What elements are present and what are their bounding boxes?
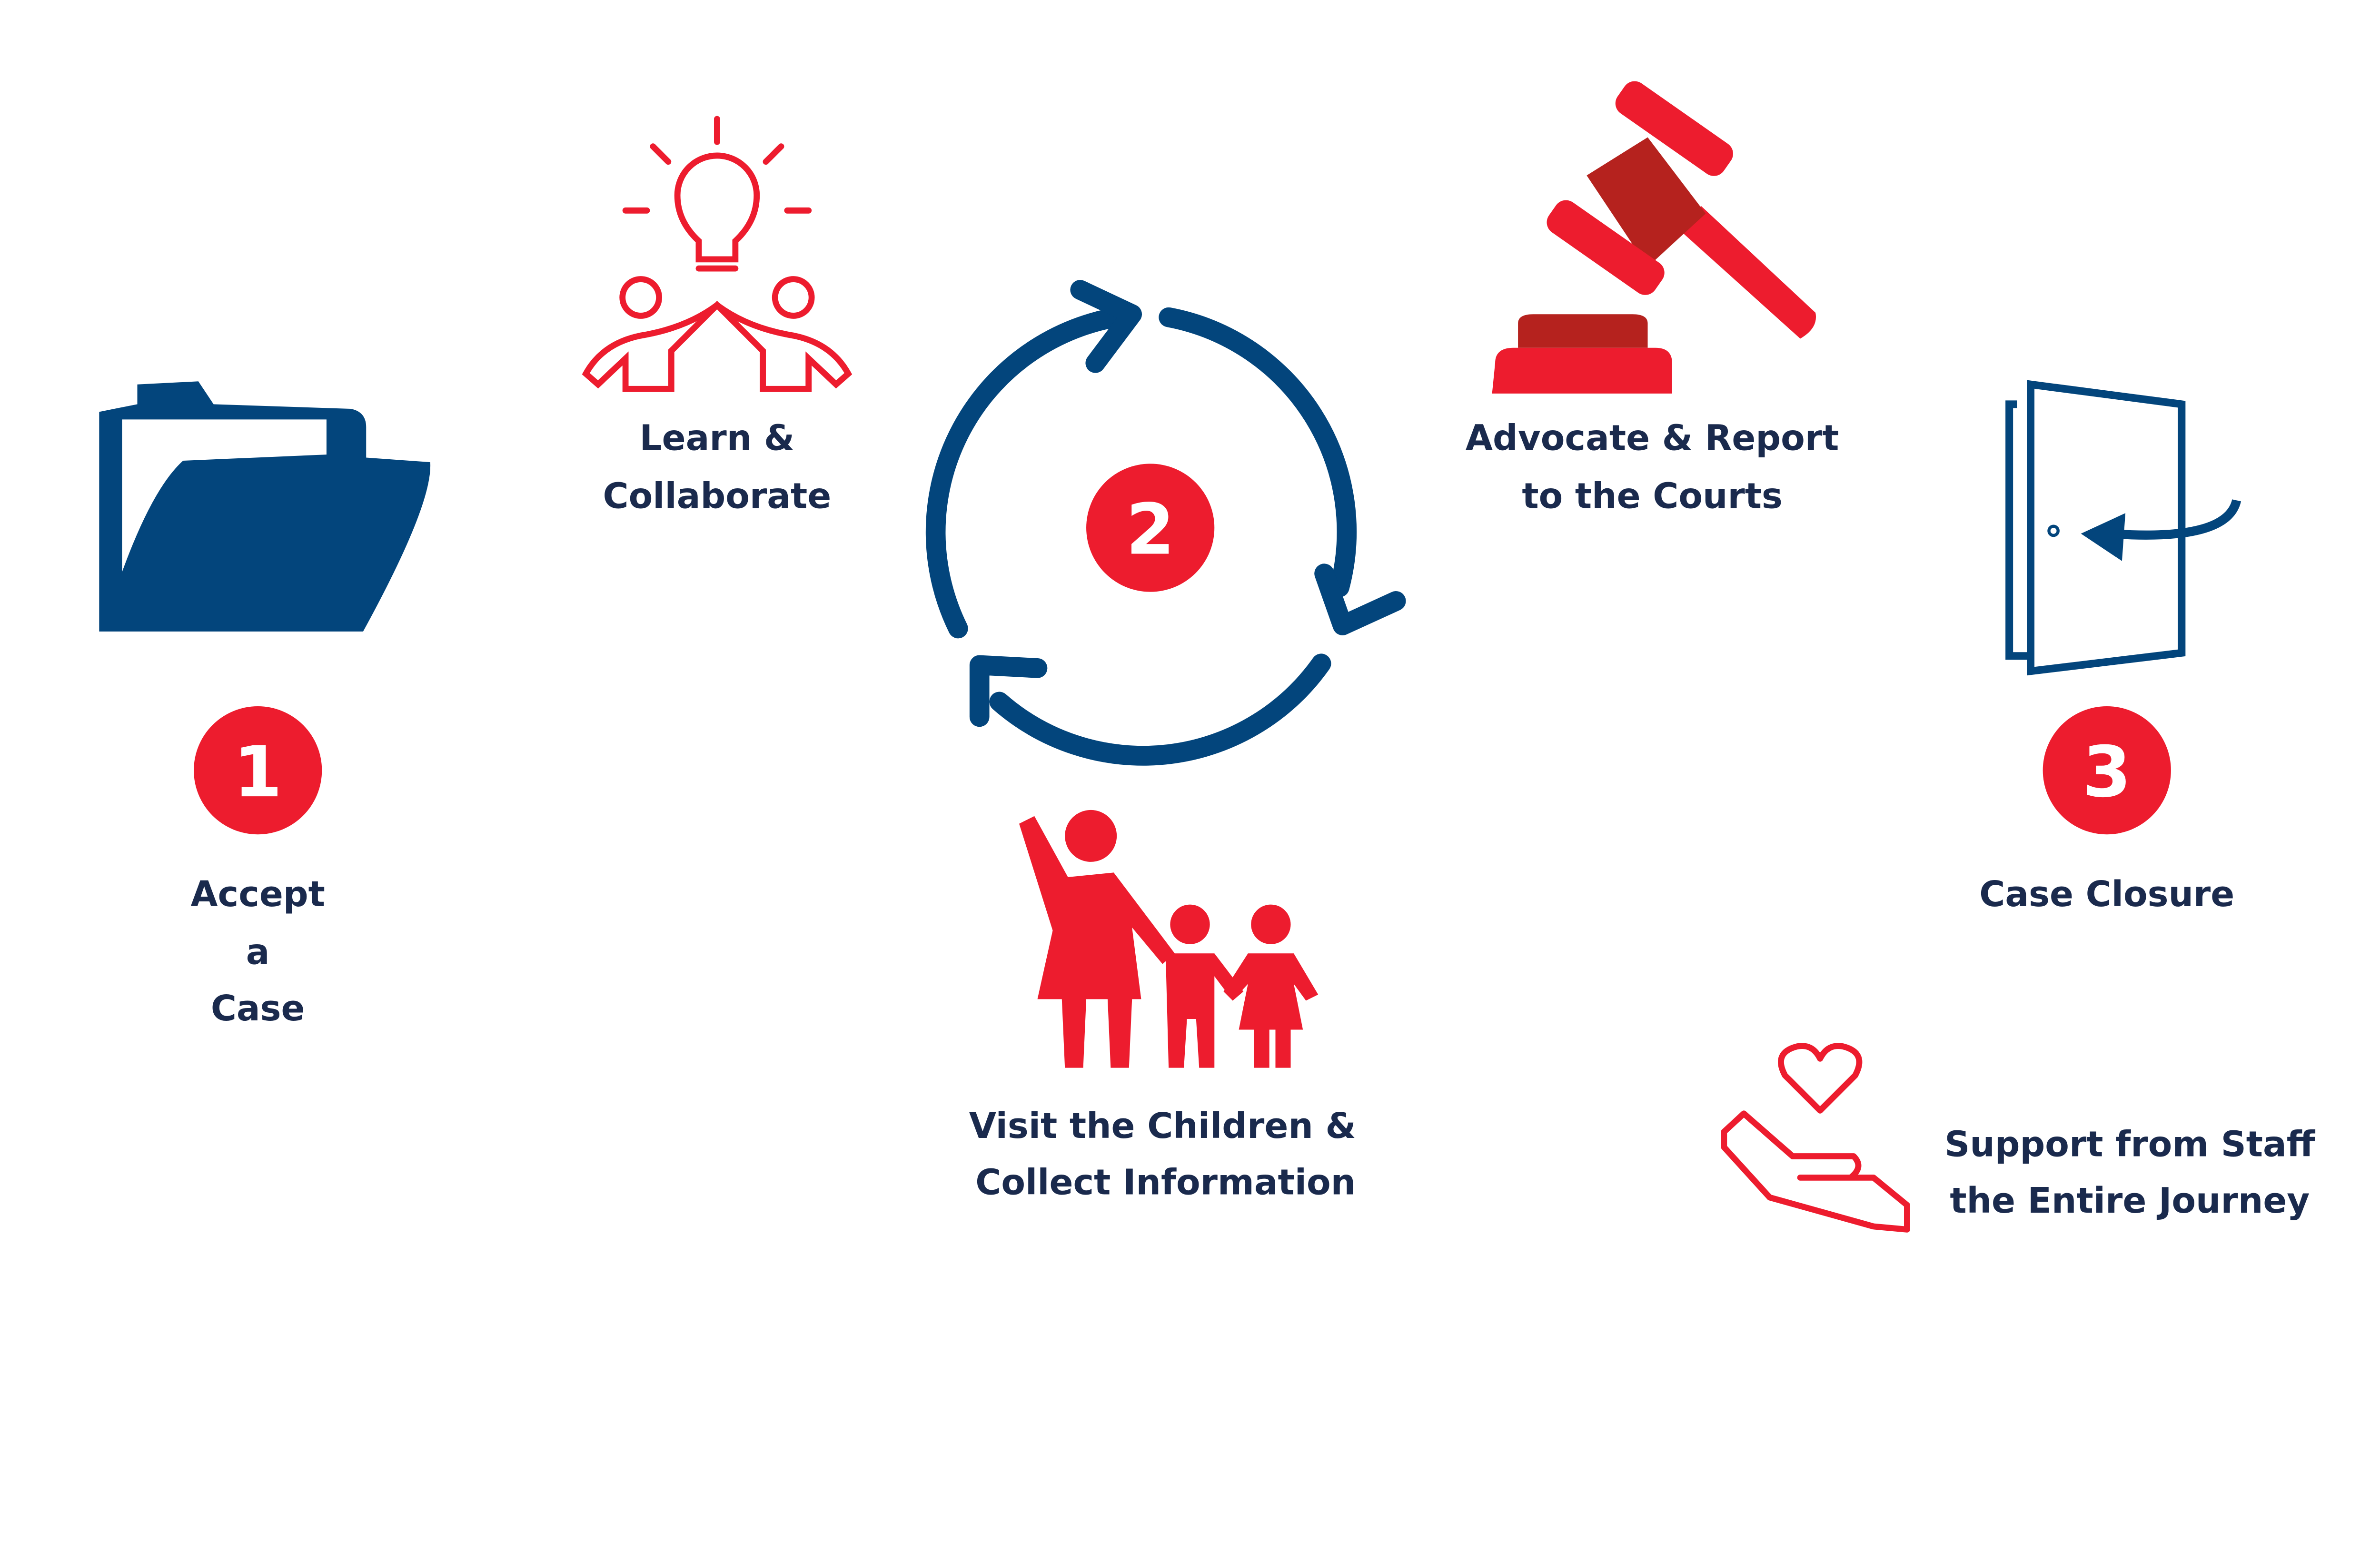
visit-label-line-2: Collect Information: [975, 1163, 1356, 1203]
step-1-number: 1: [233, 731, 282, 813]
gavel-icon: [1492, 81, 1816, 394]
step-3-label: Case Closure: [1979, 874, 2234, 915]
step-1-label-line-1: Accept: [190, 874, 325, 915]
learn-label-line-2: Collaborate: [603, 476, 832, 516]
step-2-number: 2: [1126, 488, 1175, 570]
support-label-line-2: the Entire Journey: [1950, 1181, 2310, 1221]
folder-icon: [99, 381, 431, 632]
step-3-badge: 3: [2043, 706, 2171, 835]
family-icon: [1019, 810, 1319, 1068]
hand-heart-icon: [1721, 1043, 1910, 1233]
step-3-number: 3: [2082, 731, 2132, 813]
visit-label-line-1: Visit the Children &: [969, 1106, 1356, 1147]
learn-label-line-1: Learn &: [640, 418, 794, 459]
case-process-diagram: 1 Accept a Case Learn & Collaborate 2 Vi…: [99, 81, 2316, 1233]
cycle-arrows-icon: [925, 280, 1406, 766]
step-1-label-line-2: a: [246, 932, 270, 973]
door-icon: [2005, 380, 2241, 676]
support-label-line-1: Support from Staff: [1944, 1124, 2315, 1165]
step-1-label-line-3: Case: [211, 988, 305, 1029]
step-2-badge: 2: [1086, 464, 1215, 592]
advocate-label-line-1: Advocate & Report: [1466, 418, 1839, 459]
advocate-label-line-2: to the Courts: [1522, 476, 1783, 516]
lightbulb-people-icon: [582, 116, 853, 392]
step-1-badge: 1: [194, 706, 322, 835]
